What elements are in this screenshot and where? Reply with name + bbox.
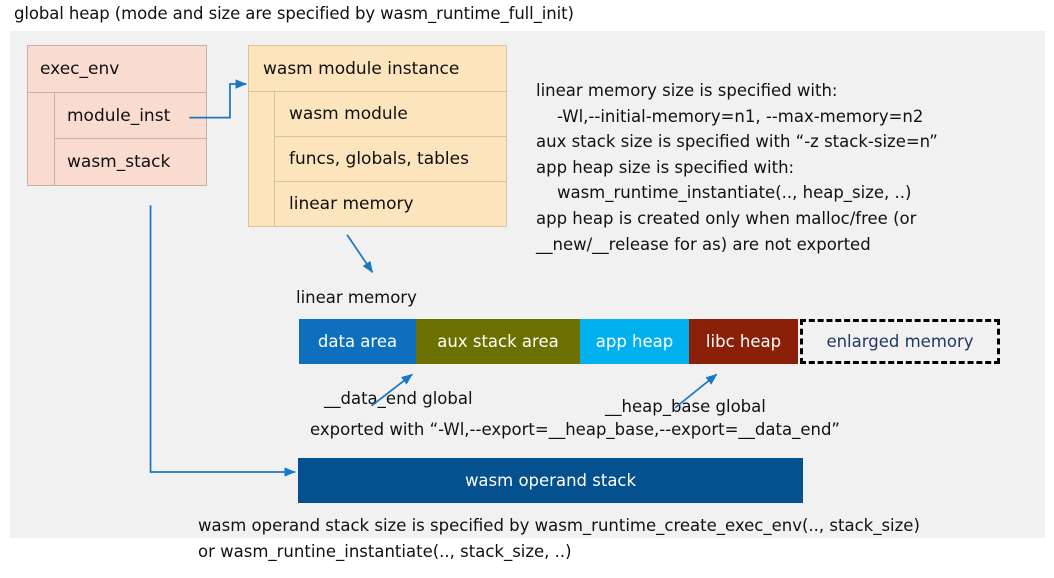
exec-env-field-wasm-stack: wasm_stack bbox=[54, 138, 207, 186]
memory-segment-app-heap: app heap bbox=[580, 319, 689, 364]
module-instance-row-linear-memory: linear memory bbox=[274, 181, 507, 227]
wasm-module-instance-group: wasm module instance wasm module funcs, … bbox=[248, 45, 507, 227]
exec-env-field-module-inst: module_inst bbox=[54, 92, 207, 139]
annotation-heap-base: __heap_base global bbox=[605, 397, 766, 416]
page-title: global heap (mode and size are specified… bbox=[14, 4, 574, 23]
diagram-panel: exec_env module_inst wasm_stack wasm mod… bbox=[10, 31, 1045, 561]
module-instance-header: wasm module instance bbox=[248, 45, 507, 92]
wasm-operand-stack-box: wasm operand stack bbox=[298, 458, 803, 503]
operand-stack-note: wasm operand stack size is specified by … bbox=[198, 516, 920, 561]
annotation-data-end: __data_end global bbox=[324, 389, 473, 408]
memory-segment-aux-stack-area: aux stack area bbox=[416, 319, 580, 364]
linear-memory-caption: linear memory bbox=[296, 288, 417, 307]
module-instance-row-wasm-module: wasm module bbox=[274, 91, 507, 137]
connector-linear-memory-to-bar bbox=[346, 234, 374, 273]
connector-wasm-stack-to-operand-stack bbox=[149, 205, 296, 477]
memory-segment-libc-heap: libc heap bbox=[689, 319, 798, 364]
memory-segment-enlarged-memory: enlarged memory bbox=[800, 319, 1000, 364]
exec-env-header: exec_env bbox=[27, 45, 207, 93]
linear-memory-notes: linear memory size is specified with: -W… bbox=[536, 81, 938, 254]
annotation-exported-with: exported with “-Wl,--export=__heap_base,… bbox=[310, 420, 840, 439]
exec-env-group: exec_env module_inst wasm_stack bbox=[27, 45, 207, 186]
module-instance-row-funcs-globals-tables: funcs, globals, tables bbox=[274, 136, 507, 182]
memory-segment-data-area: data area bbox=[299, 319, 416, 364]
